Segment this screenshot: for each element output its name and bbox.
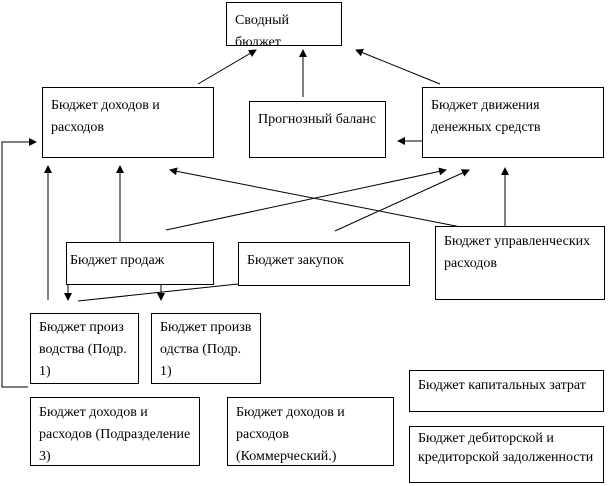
box-purchases-budget: Бюджет закупок xyxy=(238,242,410,286)
box-forecast-balance: Прогнозный баланс xyxy=(249,101,386,158)
box-management-expenses-budget: Бюджет управленческих расходов xyxy=(435,226,605,300)
feedback-line-left xyxy=(1,138,37,388)
purchases-to-production-line xyxy=(77,283,239,302)
box-production-budget-2: Бюджет производства (Подр. 1) xyxy=(151,313,261,384)
arrow-bdr-to-summary xyxy=(197,49,257,85)
box-production-budget-1: Бюджет производства (Подр. 1) xyxy=(30,313,139,384)
box-receivables-payables-budget: Бюджет дебиторской и кредиторской задолж… xyxy=(409,426,604,483)
box-capital-expenses-budget: Бюджет капитальных затрат xyxy=(409,370,604,412)
arrow-bdds-to-summary xyxy=(355,48,441,85)
box-summary-budget: Сводный бюджет xyxy=(226,2,342,46)
box-income-expense-budget: Бюджет доходов и расходов xyxy=(42,87,214,158)
box-sales-budget: Бюджет продаж xyxy=(66,242,214,285)
arrow-sales-to-bdds xyxy=(165,167,447,231)
box-income-expense-commercial: Бюджет доходов и расходов (Коммерческий.… xyxy=(227,397,394,466)
arrow-purchases-to-bdds xyxy=(334,169,470,232)
box-cash-flow-budget: Бюджет движения денежных средств xyxy=(422,87,604,158)
box-income-expense-division-3: Бюджет доходов и расходов (Подразделение… xyxy=(30,397,200,466)
arrow-mgmt-to-bdr xyxy=(169,167,467,229)
